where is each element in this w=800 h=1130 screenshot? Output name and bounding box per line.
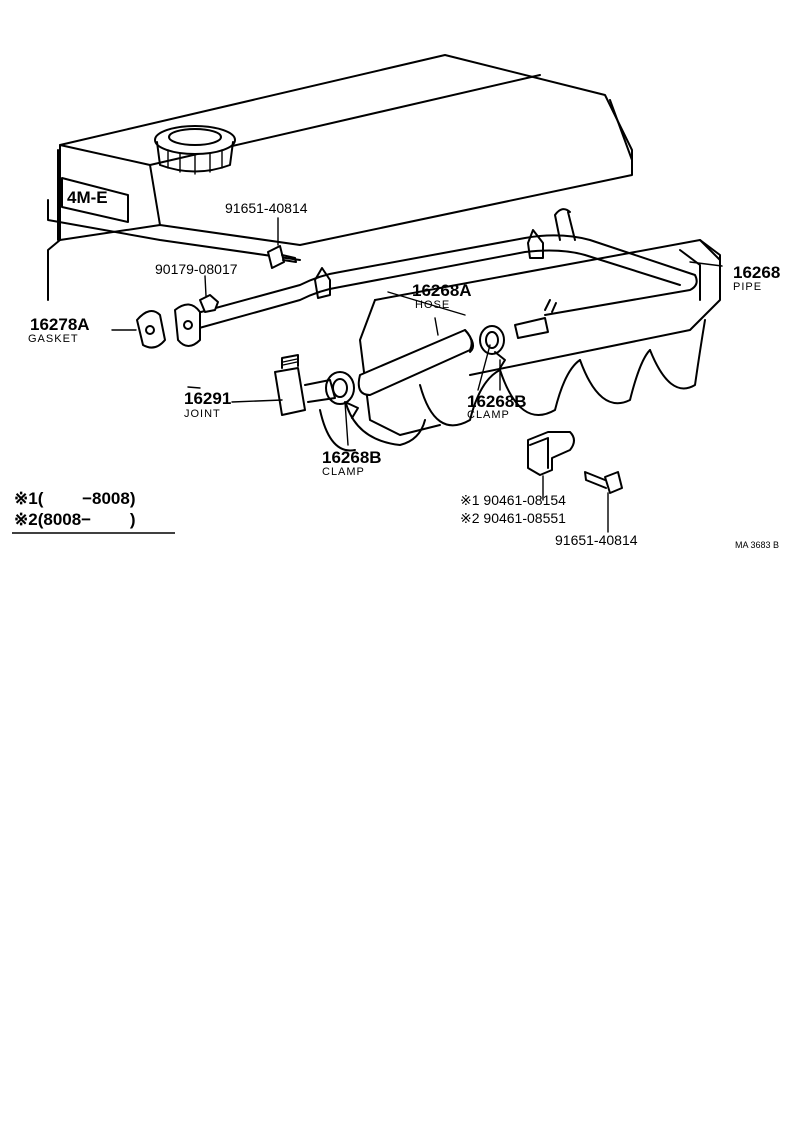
part-number-joint: 16291 xyxy=(184,389,232,408)
legend-item-2: ※2(8008− ) xyxy=(14,510,136,529)
part-number-clamp-right: 16268B xyxy=(467,392,527,411)
oil-filler-cap xyxy=(154,125,236,175)
joint xyxy=(274,354,336,416)
part-name-clamp-right: CLAMP xyxy=(467,409,510,421)
intake-manifold xyxy=(319,239,721,452)
part-name-gasket: GASKET xyxy=(28,333,79,345)
clamp-left xyxy=(325,371,359,419)
part-number-bolt-top: 91651-40814 xyxy=(225,200,308,216)
engine-badge: 4M-E xyxy=(67,188,108,207)
part-name-pipe: PIPE xyxy=(733,281,763,293)
gasket xyxy=(136,310,166,349)
part-number-pipe: 16268 xyxy=(733,263,781,282)
part-name-hose: HOSE xyxy=(415,299,451,311)
part-name-clamp-left: CLAMP xyxy=(322,466,365,478)
diagram-reference: MA 3683 B xyxy=(735,540,780,550)
valve-cover: 4M-E xyxy=(47,54,633,301)
part-number-nut: 90179-08017 xyxy=(155,261,238,277)
part-number-clip-1: ※1 90461-08154 xyxy=(460,492,566,508)
bolt-top xyxy=(267,245,297,269)
part-number-clip-2: ※2 90461-08551 xyxy=(460,510,566,526)
nut xyxy=(199,294,219,313)
pipe-flange xyxy=(174,303,201,347)
part-number-hose: 16268A xyxy=(412,281,472,300)
hose xyxy=(357,329,475,396)
part-number-gasket: 16278A xyxy=(30,315,90,334)
part-number-clamp-left: 16268B xyxy=(322,448,382,467)
pipe xyxy=(189,208,698,339)
bolt-bottom xyxy=(584,471,623,494)
leader-lines xyxy=(111,217,723,533)
clamp-right xyxy=(479,325,506,369)
legend-item-1: ※1( −8008) xyxy=(14,489,136,508)
part-number-bolt-bottom: 91651-40814 xyxy=(555,532,638,548)
part-name-joint: JOINT xyxy=(184,408,221,420)
clip xyxy=(527,431,575,476)
